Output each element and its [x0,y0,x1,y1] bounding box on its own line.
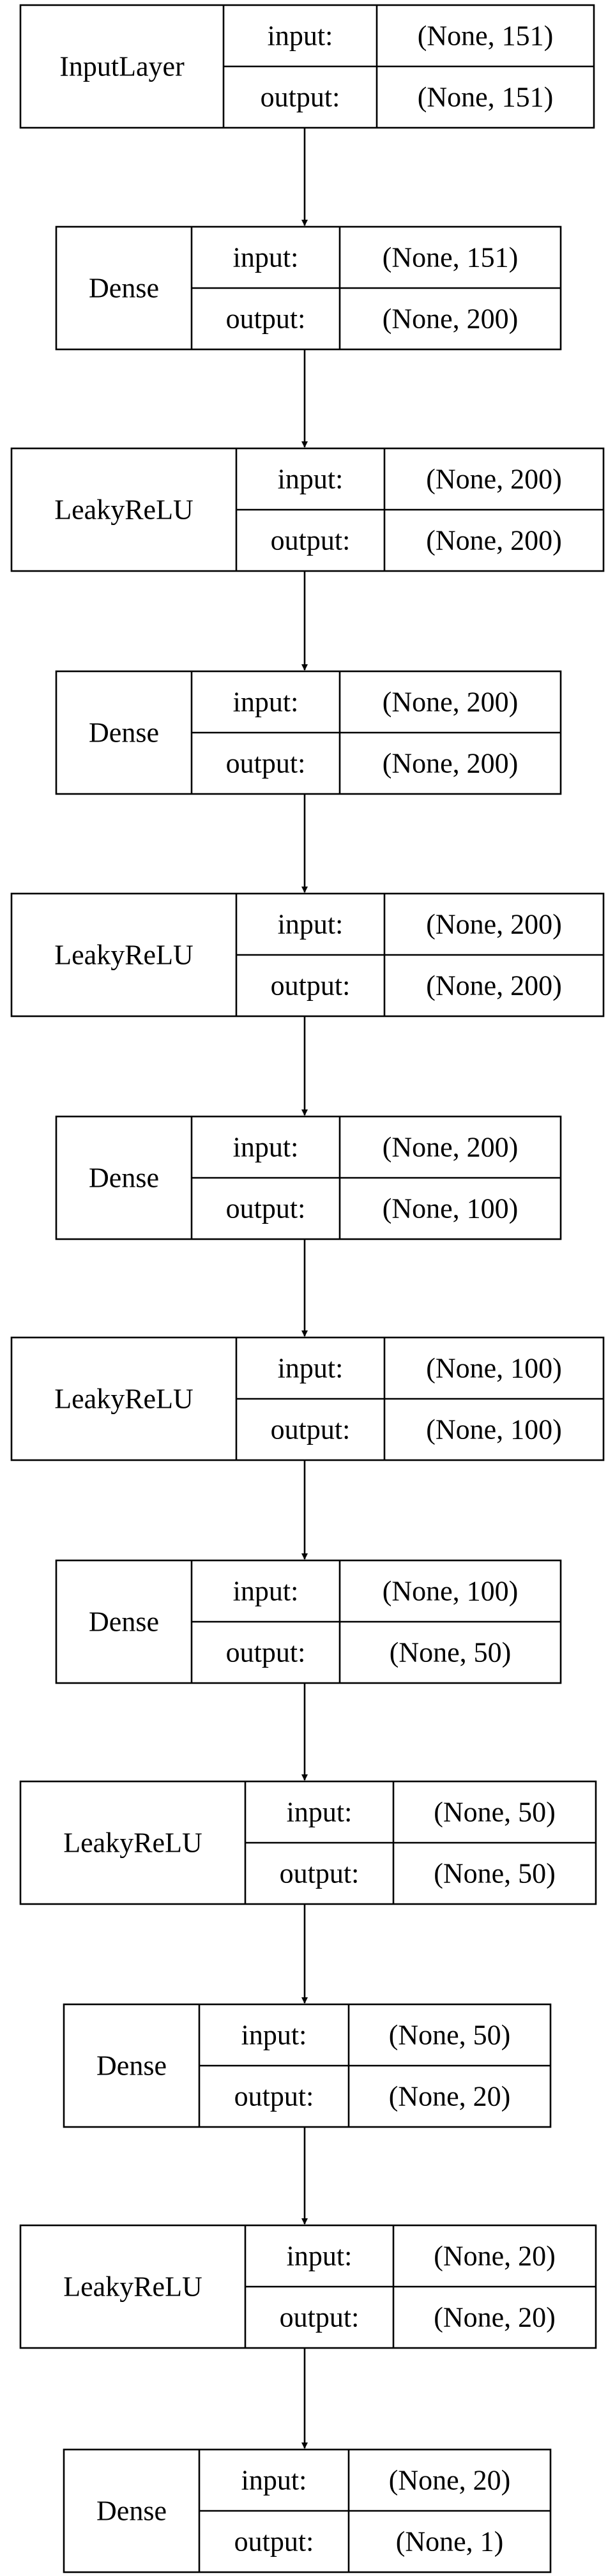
output-label: output: [271,525,351,556]
output-shape: (None, 50) [390,1637,512,1668]
output-label: output: [271,1414,351,1445]
layer-name: Dense [96,2050,167,2082]
input-label: input: [241,2020,307,2051]
output-label: output: [280,2302,360,2333]
output-shape: (None, 1) [396,2526,504,2557]
output-shape: (None, 200) [426,970,562,1002]
output-shape: (None, 20) [434,2302,556,2333]
layer-name: LeakyReLU [54,494,193,526]
output-shape: (None, 200) [383,303,519,335]
layer-nodes: InputLayer input: output: (None, 151) (None,… [10,4,605,2573]
layer-node-leakyrelu: LeakyReLU input: output: (None, 20) (None, 2… [19,2224,597,2349]
layer-node-dense: Dense input: output: (None, 200) (None, 100) [55,1115,562,1240]
output-shape: (None, 50) [434,1858,556,1889]
input-shape: (None, 200) [426,909,562,940]
input-shape: (None, 151) [383,242,519,273]
input-shape: (None, 20) [389,2465,511,2496]
layer-name: LeakyReLU [63,1827,202,1859]
output-label: output: [226,748,306,779]
input-shape: (None, 100) [426,1353,562,1384]
layer-name: Dense [89,273,159,304]
input-label: input: [233,242,299,273]
output-shape: (None, 100) [383,1193,519,1224]
layer-name: Dense [89,1606,159,1638]
input-shape: (None, 50) [389,2020,511,2051]
input-label: input: [233,1576,299,1607]
layer-node-dense: Dense input: output: (None, 50) (None, 20) [63,2003,552,2128]
layer-node-dense: Dense input: output: (None, 151) (None, 200) [55,225,562,351]
output-label: output: [226,1637,306,1668]
output-shape: (None, 151) [418,82,554,113]
output-label: output: [261,82,340,113]
input-shape: (None, 200) [426,464,562,495]
input-label: input: [233,687,299,718]
input-label: input: [278,909,344,940]
output-shape: (None, 200) [383,748,519,779]
layer-name: Dense [89,1162,159,1194]
input-label: input: [278,464,344,495]
input-label: input: [241,2465,307,2496]
input-shape: (None, 100) [383,1576,519,1607]
output-label: output: [226,1193,306,1224]
layer-node-leakyrelu: LeakyReLU input: output: (None, 100) (None, … [10,1336,605,1461]
input-label: input: [268,20,333,52]
layer-name: LeakyReLU [54,1383,193,1415]
output-shape: (None, 20) [389,2081,511,2112]
layer-name: InputLayer [59,51,185,82]
input-shape: (None, 151) [418,20,554,52]
output-label: output: [280,1858,360,1889]
layer-node-inputlayer: InputLayer input: output: (None, 151) (None,… [19,4,595,129]
input-label: input: [278,1353,344,1384]
input-label: input: [287,2241,353,2272]
layer-name: Dense [89,717,159,749]
input-shape: (None, 50) [434,1797,556,1828]
output-shape: (None, 200) [426,525,562,556]
layer-node-dense: Dense input: output: (None, 100) (None, 50) [55,1559,562,1684]
output-shape: (None, 100) [426,1414,562,1445]
output-label: output: [271,970,351,1002]
layer-name: LeakyReLU [63,2271,202,2303]
input-shape: (None, 200) [383,1132,519,1163]
layer-node-leakyrelu: LeakyReLU input: output: (None, 200) (None, … [10,892,605,1017]
layer-node-leakyrelu: LeakyReLU input: output: (None, 50) (None, 5… [19,1780,597,1905]
layer-node-dense: Dense input: output: (None, 200) (None, 200) [55,670,562,795]
input-shape: (None, 20) [434,2241,556,2272]
output-label: output: [234,2526,314,2557]
layer-name: LeakyReLU [54,940,193,971]
output-label: output: [234,2081,314,2112]
input-shape: (None, 200) [383,687,519,718]
layer-node-leakyrelu: LeakyReLU input: output: (None, 200) (None, … [10,447,605,572]
input-label: input: [287,1797,353,1828]
layer-node-dense: Dense input: output: (None, 20) (None, 1) [63,2448,552,2573]
input-label: input: [233,1132,299,1163]
output-label: output: [226,303,306,335]
layer-name: Dense [96,2496,167,2527]
